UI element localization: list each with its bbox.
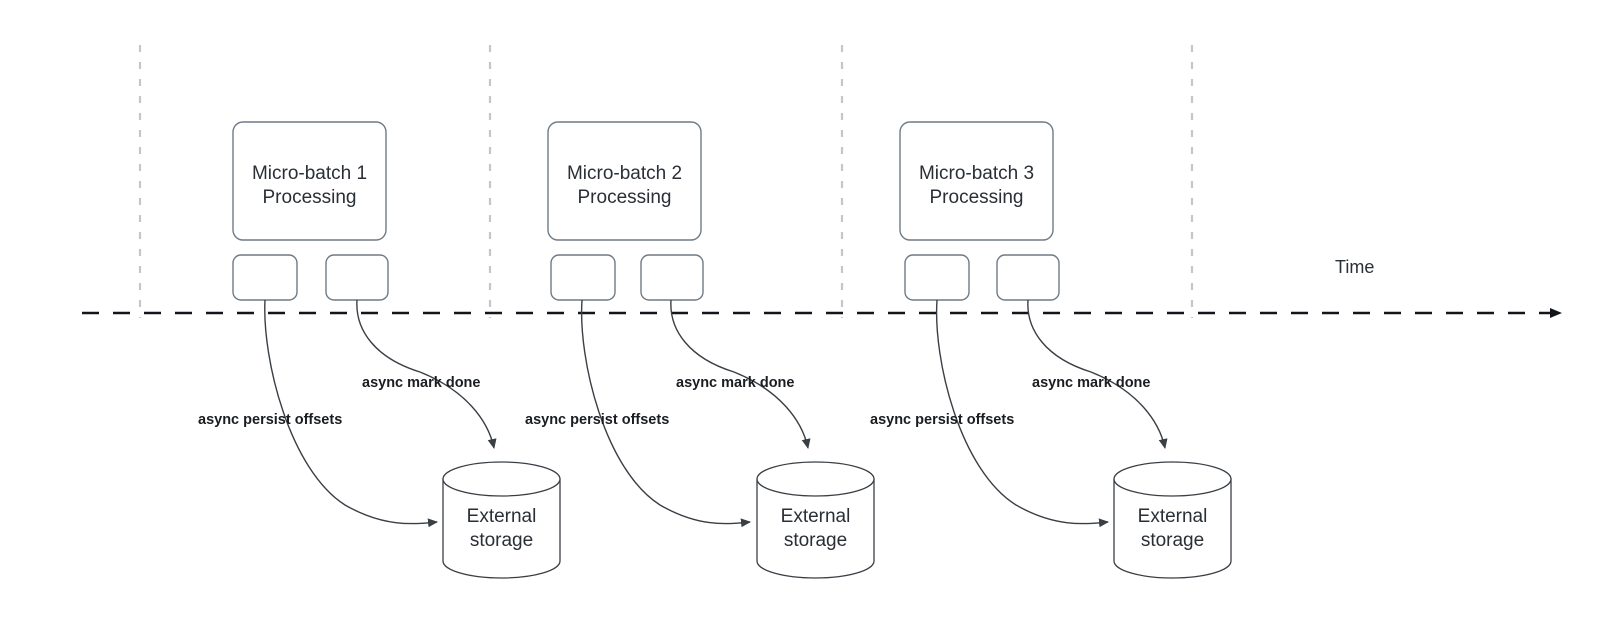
external-storage-cylinder-top — [442, 461, 561, 497]
external-storage-label-line1: External — [1138, 506, 1208, 527]
microbatch-box-label-line1: Micro-batch 1 — [252, 163, 367, 184]
microbatch-box-label-line1: Micro-batch 2 — [567, 163, 682, 184]
external-storage-cylinder-body[interactable] — [756, 478, 875, 579]
mark-done-edge — [356, 299, 497, 449]
persist-offsets-edge — [580, 299, 751, 528]
external-storage-label-line2: storage — [1141, 530, 1204, 551]
mark-done-edge — [670, 299, 811, 449]
task-box-persist-task[interactable] — [550, 254, 616, 301]
mark-done-edge-label: async mark done — [1032, 375, 1150, 391]
microbatch-processing-box[interactable] — [899, 121, 1054, 241]
mark-done-edge-label: async mark done — [362, 375, 480, 391]
microbatch-processing-box[interactable] — [232, 121, 387, 241]
mark-done-edge-label: async mark done — [676, 375, 794, 391]
external-storage-label-line2: storage — [784, 530, 847, 551]
persist-offsets-edge — [935, 299, 1109, 528]
external-storage-label-line1: External — [781, 506, 851, 527]
microbatch-processing-box[interactable] — [547, 121, 702, 241]
persist-offsets-edge — [264, 299, 438, 528]
persist-offsets-edge-label: async persist offsets — [198, 412, 342, 428]
external-storage-cylinder-top — [756, 461, 875, 497]
time-tick-group — [138, 45, 1194, 318]
external-storage-cylinder-body[interactable] — [442, 478, 561, 579]
time-axis-group: Time — [82, 257, 1562, 318]
external-storage-label-line1: External — [467, 506, 537, 527]
microbatch-box-label-line1: Micro-batch 3 — [919, 163, 1034, 184]
microbatch-box-label-line2: Processing — [930, 187, 1024, 208]
external-storage-label-line2: storage — [470, 530, 533, 551]
mark-done-edge — [1027, 299, 1168, 449]
microbatch-box-label-line2: Processing — [263, 187, 357, 208]
persist-offsets-edge-label: async persist offsets — [870, 412, 1014, 428]
external-storage-cylinder-body[interactable] — [1113, 478, 1232, 579]
task-box-mark-task[interactable] — [640, 254, 704, 301]
time-axis-label: Time — [1335, 257, 1374, 277]
external-storage-cylinder-top — [1113, 461, 1232, 497]
microbatch-box-label-line2: Processing — [578, 187, 672, 208]
persist-offsets-edge-label: async persist offsets — [525, 412, 669, 428]
